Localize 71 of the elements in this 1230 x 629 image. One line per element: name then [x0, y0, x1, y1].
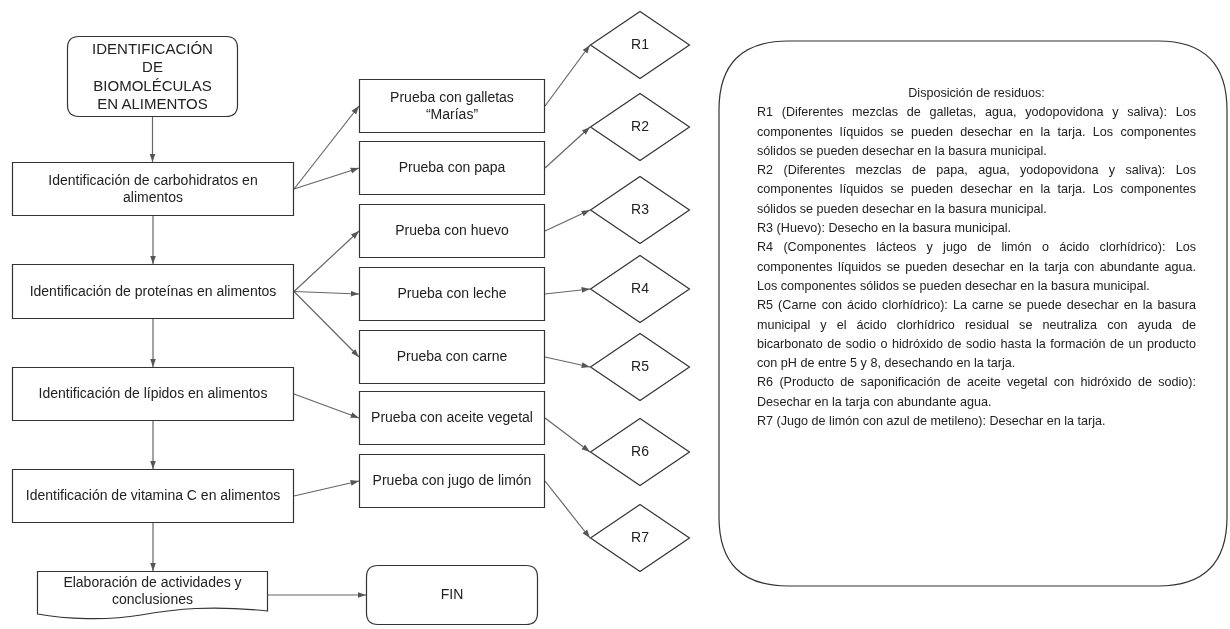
process-box [12, 469, 294, 523]
decision-diamond [590, 333, 690, 401]
process-box [12, 162, 294, 216]
arrow [544, 417, 591, 453]
process-box [359, 454, 545, 508]
decision-diamond [590, 255, 690, 323]
end-box [366, 565, 538, 625]
note-paragraph: R6 (Producto de saponificación de aceite vegetal con hidróxido de sodio): Desechar en la tarja con abundante agua. [757, 374, 1196, 411]
process-box [359, 267, 545, 321]
arrow [544, 126, 591, 169]
node-label: Prueba con huevo [395, 222, 509, 240]
arrow [293, 290, 360, 297]
decision-diamond [590, 418, 690, 486]
decision-diamond [590, 11, 690, 79]
note-paragraph: R2 (Diferentes mezclas de papa, agua, yodopovidona y saliva): Los componentes líquidos se pueden desechar en la tarja. Los componentes sólidos se pueden desechar en la basura municipal. [757, 162, 1196, 218]
node-label: R4 [631, 280, 649, 298]
node-label: R3 [631, 201, 649, 219]
arrow [544, 356, 591, 369]
arrow [293, 230, 360, 293]
note-paragraph: R3 (Huevo): Desecho en la basura municipal. [757, 220, 1013, 238]
node-label: Elaboración de actividades y conclusiones [62, 573, 243, 609]
arrow [293, 480, 360, 497]
process-box [359, 79, 545, 133]
process-box [359, 141, 545, 195]
node-label: IDENTIFICACIÓN DE BIOMOLÉCULAS EN ALIMENTOS [91, 39, 214, 114]
arrow [150, 215, 156, 265]
arrow [544, 480, 591, 539]
arrow [149, 116, 156, 163]
process-box [359, 204, 545, 258]
node-label: R6 [631, 443, 649, 461]
arrow [544, 44, 591, 107]
note-paragraph: R7 (Jugo de limón con azul de metileno): Desechar en la tarja. [757, 413, 1107, 431]
decision-diamond [590, 176, 690, 244]
node-label: Identificación de vitamina C en alimentos [25, 487, 281, 505]
arrow [544, 287, 591, 295]
note-paragraph: R4 (Componentes lácteos y jugo de limón o ácido clorhídrico): Los componentes líquidos se pueden desechar en la tarja con abundante agua. Los componentes sólidos se pueden desechar en la basura municipal. [757, 239, 1196, 295]
node-label: Identificación de proteínas en alimentos [29, 282, 277, 301]
process-box [359, 391, 545, 445]
node-label: Prueba con galletas “Marías” [389, 88, 515, 124]
document-box [37, 571, 268, 619]
arrow [293, 167, 360, 190]
panel-heading: Disposición de residuos: [907, 85, 1046, 102]
notes-panel [718, 40, 1228, 587]
node-label: Identificación de carbohidratos en alimentos [47, 171, 259, 207]
node-label: Identificación de lípidos en alimentos [38, 385, 268, 403]
arrow [293, 290, 360, 358]
node-label: R7 [631, 529, 649, 547]
node-label: Prueba con leche [397, 285, 507, 303]
node-label: R2 [631, 118, 649, 136]
arrow [150, 420, 156, 470]
note-paragraph: R5 (Carne con ácido clorhídrico): La carne se puede desechar en la basura municipal y el ácido clorhídrico residual se neutraliza con ayuda de bicarbonato de sodio o hidróxido de sodio hasta la formación de un producto con pH de entre 5 y 8, desechando en la tarja. [757, 297, 1196, 373]
arrow [293, 393, 360, 419]
arrow [267, 592, 367, 598]
arrow [544, 209, 591, 232]
process-box [359, 330, 545, 384]
start-box [67, 36, 238, 117]
node-label: R1 [631, 36, 649, 54]
arrow [150, 522, 156, 572]
node-label: Prueba con carne [396, 348, 508, 366]
decision-diamond [590, 93, 690, 161]
node-label: R5 [631, 358, 649, 376]
node-label: FIN [440, 586, 464, 604]
arrow [150, 318, 156, 368]
node-label: Prueba con aceite vegetal [371, 409, 533, 427]
decision-diamond [590, 504, 690, 572]
process-box [12, 367, 294, 421]
process-box [12, 264, 294, 319]
arrow [293, 105, 360, 190]
note-paragraph: R1 (Diferentes mezclas de galletas, agua, yodopovidona y saliva): Los componentes líquidos se pueden desechar en la tarja. Los componentes sólidos se pueden desechar en la basura municipal. [757, 104, 1196, 160]
node-label: Prueba con papa [398, 159, 506, 177]
node-label: Prueba con jugo de limón [372, 472, 532, 490]
